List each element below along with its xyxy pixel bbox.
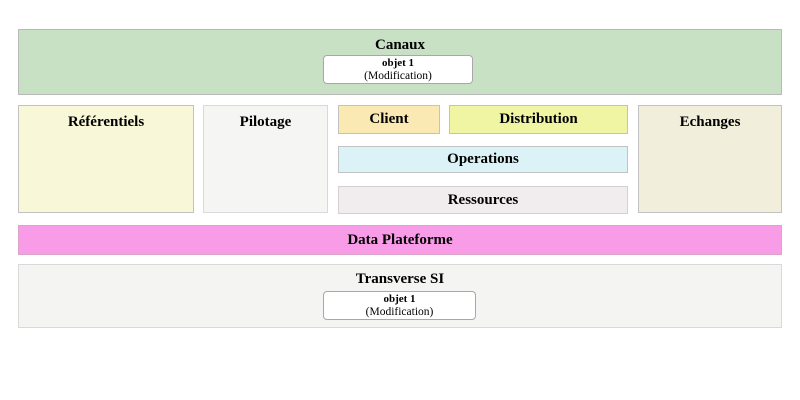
block-pilotage[interactable]: Pilotage [203,105,328,213]
block-ressources-label: Ressources [447,191,519,208]
objet-button-transverse-si[interactable]: objet 1 (Modification) [323,291,476,320]
block-echanges[interactable]: Echanges [638,105,782,213]
objet-canaux-title: objet 1 [381,57,415,69]
objet-transverse-title: objet 1 [383,293,416,305]
block-data-plateforme[interactable]: Data Plateforme [18,225,782,255]
block-distribution-label: Distribution [499,111,578,127]
block-canaux-label: Canaux [374,37,426,53]
block-referentiels-label: Référentiels [67,114,145,130]
block-operations[interactable]: Operations [338,146,628,173]
objet-transverse-subtitle: (Modification) [365,306,434,318]
block-referentiels[interactable]: Référentiels [18,105,194,213]
block-client[interactable]: Client [338,105,440,134]
block-pilotage-label: Pilotage [239,114,292,130]
block-echanges-label: Echanges [679,114,741,130]
block-ressources[interactable]: Ressources [338,186,628,214]
block-data-plateforme-label: Data Plateforme [347,231,453,248]
block-transverse-si-label: Transverse SI [355,271,445,287]
objet-canaux-subtitle: (Modification) [364,70,432,82]
objet-button-canaux[interactable]: objet 1 (Modification) [323,55,473,84]
block-distribution[interactable]: Distribution [449,105,628,134]
block-client-label: Client [369,111,409,127]
block-operations-label: Operations [447,151,519,167]
